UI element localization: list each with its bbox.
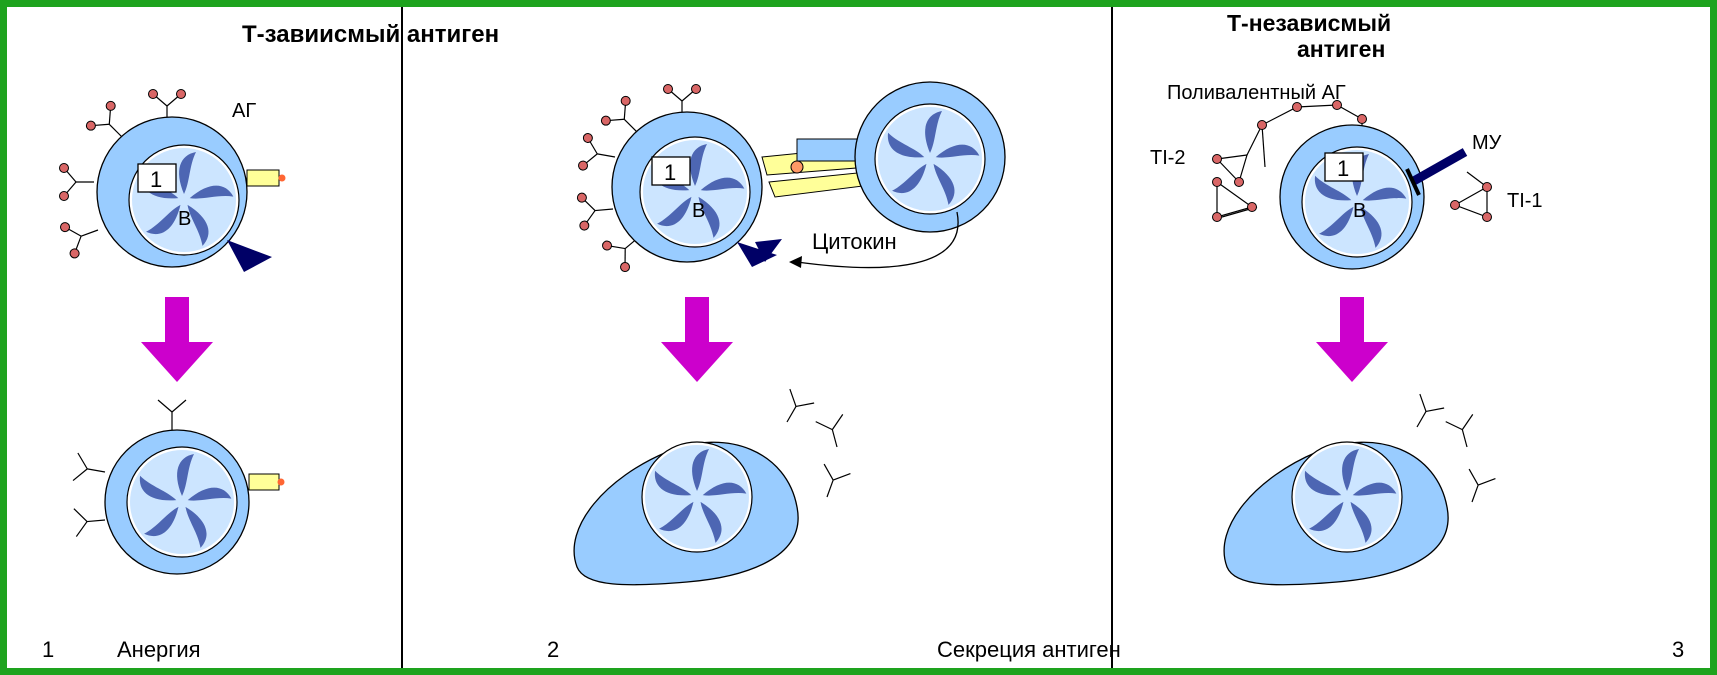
- caption-secretion: Секреция антиген: [937, 637, 1121, 662]
- label-ag: АГ: [232, 100, 256, 122]
- b-cell-label-2: В: [692, 200, 705, 222]
- t-helper-cell: [855, 82, 1005, 232]
- t-cell-receptor-complex: [762, 139, 871, 197]
- down-arrow-1: [141, 297, 213, 382]
- panel1-anergic-cell: [73, 400, 284, 574]
- diagram-svg: Т-завиисмый антиген Т-независмый антиген…: [7, 7, 1710, 668]
- diagram-canvas: Т-завиисмый антиген Т-независмый антиген…: [7, 7, 1710, 668]
- caption-num-1: 1: [42, 637, 54, 662]
- caption-num-3: 3: [1672, 637, 1684, 662]
- label-polyvalent-ag: Поливалентный АГ: [1167, 82, 1346, 104]
- cell-number-1: 1: [150, 167, 162, 192]
- label-cytokine: Цитокин: [812, 229, 897, 254]
- label-mu: МУ: [1472, 132, 1502, 154]
- title-t-independent-line2: антиген: [1297, 36, 1385, 62]
- b-cell-label-3: В: [1353, 200, 1366, 222]
- title-t-dependent: Т-завиисмый антиген: [242, 21, 499, 48]
- caption-anergy: Анергия: [117, 637, 201, 662]
- cytokine-arrowhead: [789, 256, 802, 268]
- down-arrow-2: [661, 297, 733, 382]
- panel2-plasma-cell: [574, 442, 798, 585]
- cell-number-3: 1: [1337, 156, 1349, 181]
- label-ti2: TI-2: [1150, 147, 1186, 169]
- label-ti1: TI-1: [1507, 190, 1543, 212]
- caption-num-2: 2: [547, 637, 559, 662]
- b-cell-label-1: В: [178, 208, 191, 230]
- title-t-independent-line1: Т-независмый: [1227, 10, 1391, 36]
- panel3-b-cell: [1280, 125, 1424, 269]
- down-arrow-3: [1316, 297, 1388, 382]
- cell-number-2: 1: [664, 160, 676, 185]
- panel3-plasma-cell: [1224, 442, 1448, 585]
